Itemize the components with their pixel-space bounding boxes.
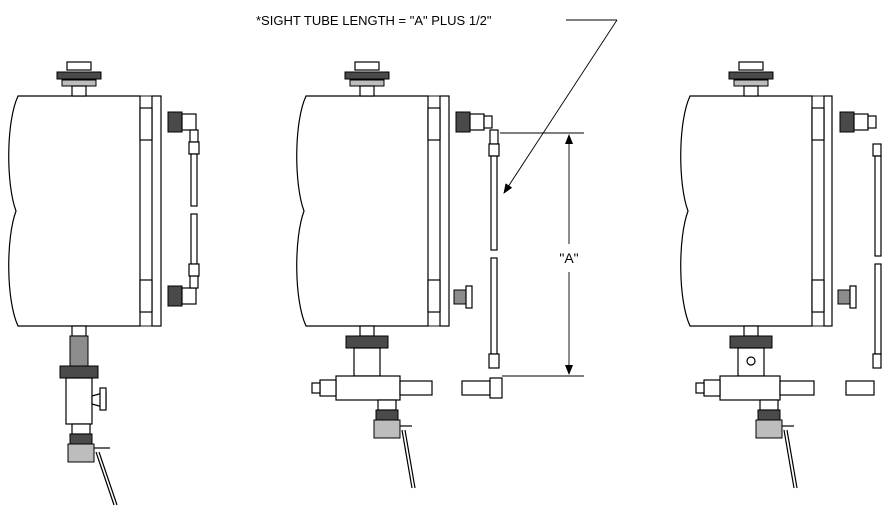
- assembly-middle: "A" *SIGHT TUBE LENGTH = "A" PLUS 1/2": [256, 13, 618, 489]
- upper-elbow-fitting: [455, 111, 499, 145]
- gauge-fitting-icon: [728, 61, 774, 97]
- tank-body-icon: [8, 95, 141, 327]
- ball-valve-icon: [755, 399, 798, 489]
- gauge-fitting-icon: [56, 61, 102, 97]
- bottom-valve-assembly: [311, 325, 503, 489]
- lower-elbow-fitting: [167, 275, 199, 307]
- sight-tube-icon: [188, 141, 200, 277]
- ball-valve-icon: [373, 399, 416, 489]
- sight-tube-icon: [488, 143, 500, 369]
- assembly-right: [680, 61, 882, 489]
- bottom-valve-assembly: [59, 325, 118, 506]
- tank-body-icon: [680, 95, 813, 327]
- upper-elbow-fitting: [167, 111, 199, 143]
- ball-valve-icon: [67, 423, 118, 506]
- sight-tube-note: *SIGHT TUBE LENGTH = "A" PLUS 1/2": [256, 13, 492, 28]
- sight-tube-callout: *SIGHT TUBE LENGTH = "A" PLUS 1/2": [256, 13, 618, 194]
- bottom-valve-assembly: [695, 325, 875, 489]
- mounting-flange: [823, 95, 833, 327]
- dimension-label: "A": [559, 250, 578, 266]
- mounting-flange: [151, 95, 162, 327]
- sight-tube-icon: [872, 143, 882, 369]
- tank-body-icon: [296, 95, 429, 327]
- upper-elbow-fitting: [839, 111, 877, 133]
- gauge-fitting-icon: [344, 61, 390, 97]
- dimension-a: "A": [500, 132, 584, 377]
- mounting-flange: [439, 95, 450, 327]
- assembly-left: [8, 61, 200, 506]
